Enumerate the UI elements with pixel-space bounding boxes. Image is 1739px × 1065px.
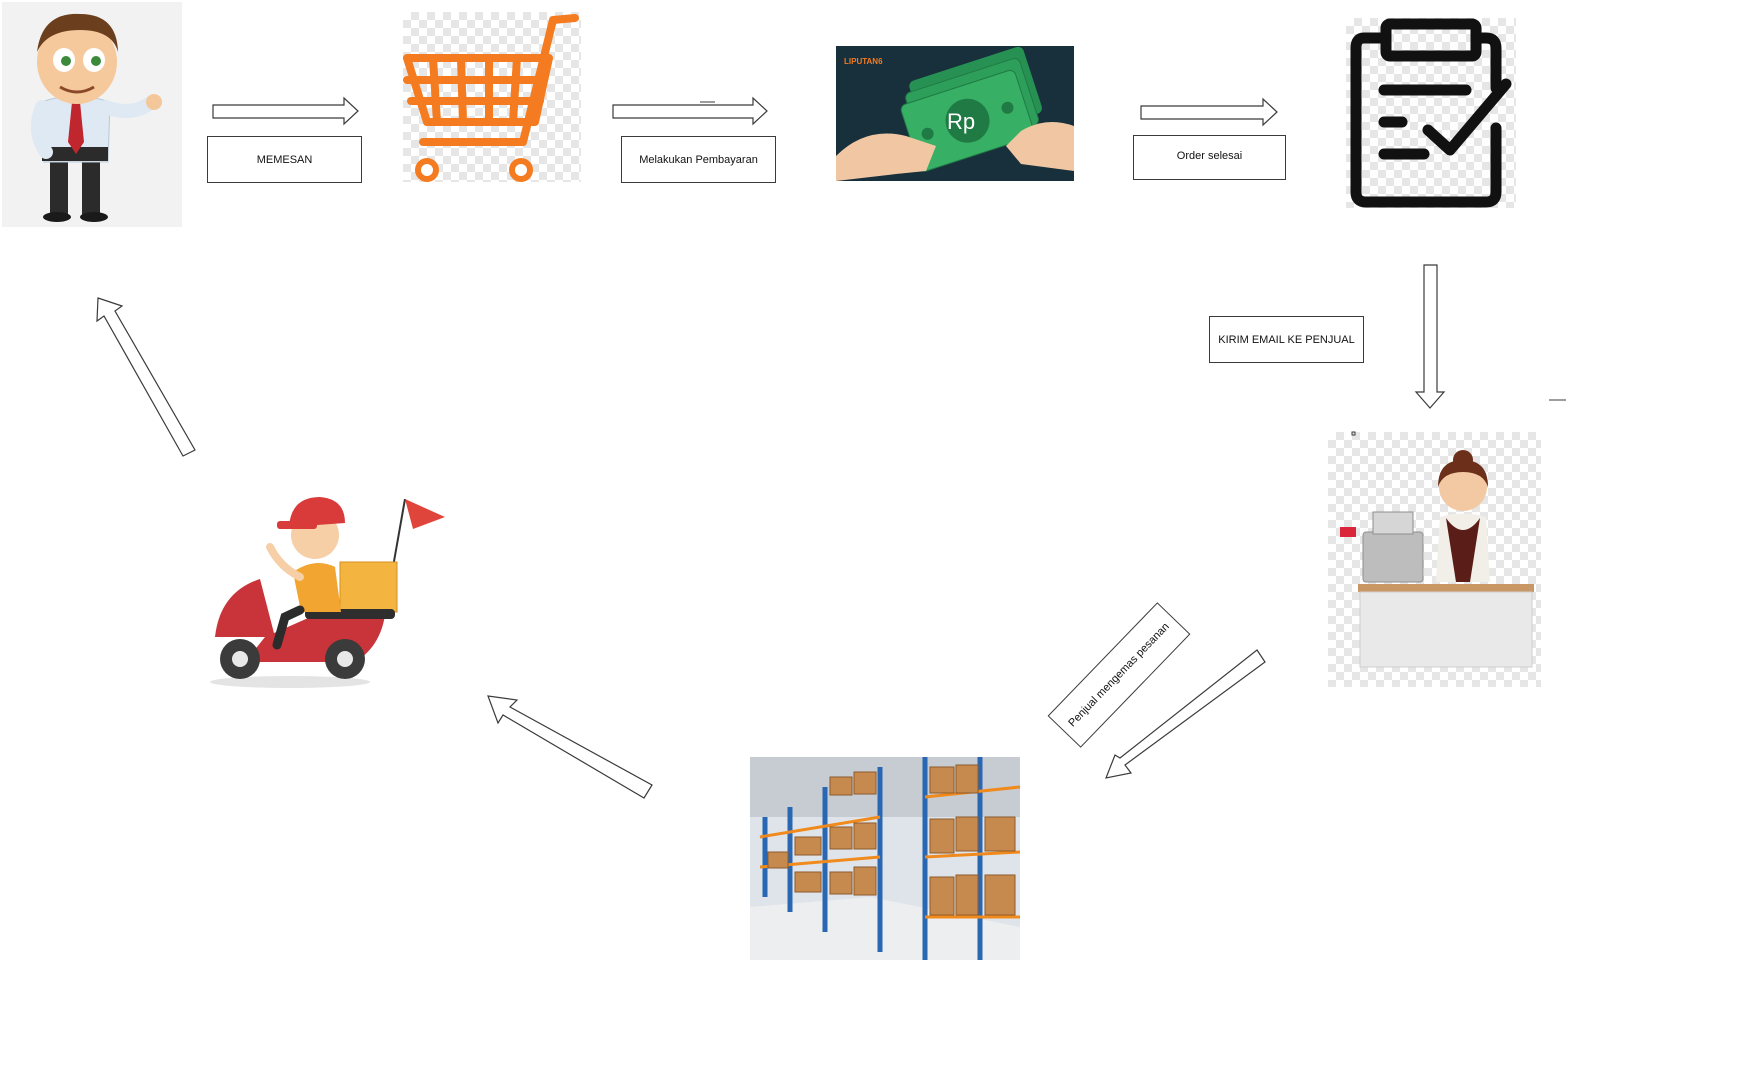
label-memesan-text: MEMESAN [256, 153, 313, 166]
arrow-courier-to-customer [96, 297, 196, 457]
arrow-seller-to-warehouse [1105, 649, 1266, 779]
clipboard-check-icon [1350, 18, 1512, 208]
arrow-warehouse-to-courier [487, 695, 653, 799]
shopping-cart-icon [403, 14, 579, 182]
arrow-payment-to-order [1140, 97, 1278, 127]
label-pembayaran-text: Melakukan Pembayaran [639, 153, 758, 166]
money-payment-icon: LIPUTAN6 Rp [836, 46, 1074, 181]
label-memesan: MEMESAN [207, 136, 362, 183]
arrow-order-to-seller [1414, 264, 1446, 409]
label-kirim-email-text: KIRIM EMAIL KE PENJUAL [1218, 333, 1355, 346]
label-pembayaran: Melakukan Pembayaran [621, 136, 776, 183]
cashier-icon [1340, 450, 1534, 668]
warehouse-icon [750, 757, 1020, 960]
order-complete-illustration [1346, 18, 1516, 208]
payment-illustration: LIPUTAN6 Rp [836, 46, 1074, 181]
warehouse-illustration [750, 757, 1020, 960]
delivery-scooter-icon [210, 497, 445, 688]
label-kirim-email: KIRIM EMAIL KE PENJUAL [1209, 316, 1364, 363]
label-order-selesai: Order selesai [1133, 135, 1286, 180]
arrow-customer-to-cart [212, 96, 359, 126]
currency-text: Rp [947, 109, 975, 134]
customer-illustration [2, 2, 182, 227]
courier-illustration [205, 487, 450, 692]
seller-illustration [1328, 432, 1541, 687]
cart-illustration [403, 12, 581, 182]
brand-text: LIPUTAN6 [844, 57, 883, 66]
arrow-cart-to-payment [612, 96, 768, 126]
businessman-icon [30, 13, 162, 222]
label-order-selesai-text: Order selesai [1176, 150, 1243, 162]
